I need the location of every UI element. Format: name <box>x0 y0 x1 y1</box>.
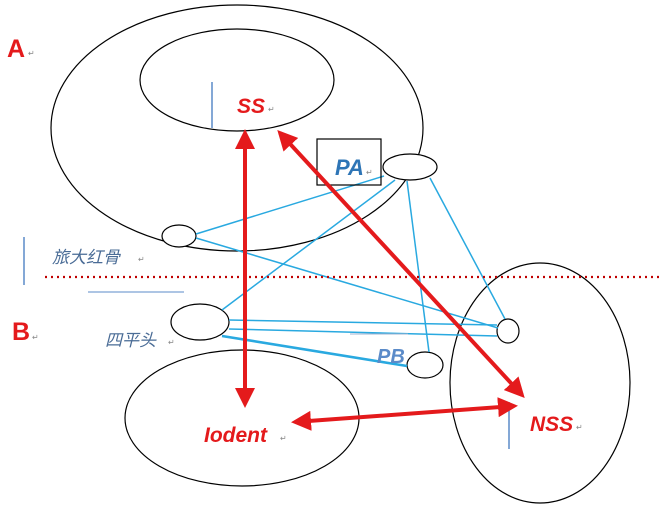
group-a-outer-ellipse <box>50 4 424 252</box>
region-a-label: A <box>7 35 25 63</box>
link-pa-pb <box>406 180 430 353</box>
node-lower-left-ellipse <box>170 303 230 341</box>
node-pa-label: PA <box>335 155 364 180</box>
arrow-ss-nss <box>277 130 525 398</box>
node-nss-label: NSS <box>530 413 573 436</box>
connection-lines <box>195 175 506 368</box>
region-a-mark: ↵ <box>28 49 35 58</box>
link-upperleft-right <box>195 237 499 329</box>
node-iodent-mark: ↵ <box>280 434 287 443</box>
node-pa-mark: ↵ <box>366 168 373 177</box>
link-pa-right <box>429 177 506 320</box>
node-iodent-label: Iodent <box>204 424 268 447</box>
node-pa-ellipse <box>382 153 438 181</box>
arrow-iodent-nss <box>291 397 518 431</box>
cjk-label-upper: 旅大红骨 <box>52 248 121 268</box>
link-lowerleft-right-2 <box>228 328 498 337</box>
node-right-ellipse <box>496 318 520 344</box>
cjk-upper-mark: ↵ <box>138 255 145 264</box>
region-b-mark: ↵ <box>32 333 39 342</box>
cjk-label-lower: 四平头 <box>105 331 157 351</box>
node-ss-label: SS <box>237 95 265 118</box>
nss-ellipse <box>449 262 631 504</box>
node-nss-mark: ↵ <box>576 423 583 432</box>
node-ss-mark: ↵ <box>268 105 275 114</box>
node-pb-ellipse <box>406 351 444 379</box>
interaction-arrows <box>235 129 525 431</box>
region-b-label: B <box>12 318 30 346</box>
cjk-lower-mark: ↵ <box>168 338 175 347</box>
node-upper-left-ellipse <box>161 224 197 248</box>
node-pb-label: PB <box>377 346 405 368</box>
